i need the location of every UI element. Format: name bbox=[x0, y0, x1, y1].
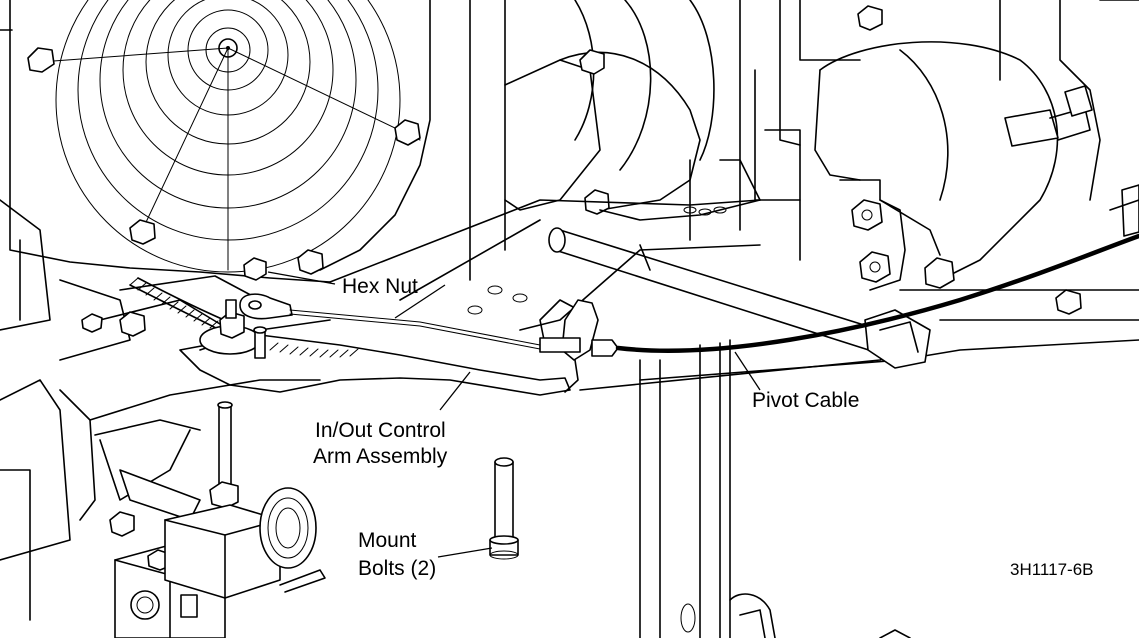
pivot-bracket bbox=[839, 179, 1082, 315]
hex-nut bbox=[239, 257, 293, 320]
pivot-cable bbox=[289, 233, 1139, 353]
figure-code: 3H1117-6B bbox=[1010, 560, 1093, 579]
label-pivot-cable: Pivot Cable bbox=[752, 389, 859, 412]
label-mount-bolts-line1: Mount bbox=[358, 529, 417, 552]
mount-bolt bbox=[489, 457, 519, 560]
label-mount-bolts-line2: Bolts (2) bbox=[358, 557, 436, 580]
leader-lines bbox=[267, 271, 761, 558]
label-control-arm-line1: In/Out Control bbox=[315, 419, 446, 442]
control-arm-assembly bbox=[59, 275, 571, 537]
motor-housing bbox=[469, 0, 761, 281]
bottom-right-part bbox=[729, 593, 911, 638]
cable-clamp bbox=[539, 299, 619, 393]
right-motor bbox=[779, 0, 1139, 281]
left-frame bbox=[0, 29, 131, 621]
bottom-block bbox=[114, 487, 326, 638]
label-control-arm-line2: Arm Assembly bbox=[313, 445, 448, 468]
fan-guard bbox=[9, 0, 431, 283]
label-hex-nut: Hex Nut bbox=[342, 275, 418, 298]
